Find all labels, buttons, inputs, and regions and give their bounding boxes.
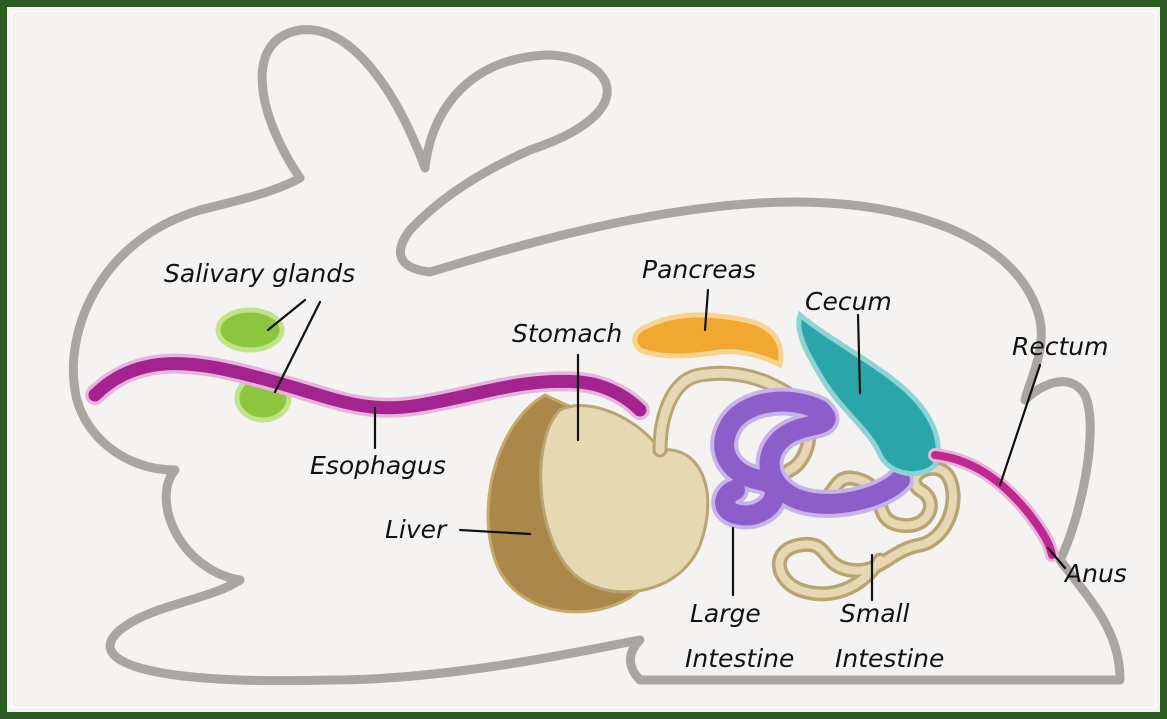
label-liver: Liver — [385, 515, 448, 544]
label-salivary-glands: Salivary glands — [164, 259, 355, 288]
label-pancreas: Pancreas — [642, 255, 756, 284]
label-small-intestine-line1: Small — [840, 599, 909, 628]
label-small-intestine-line2: Intestine — [835, 644, 944, 673]
pancreas-organ — [635, 315, 781, 365]
label-anus: Anus — [1063, 559, 1127, 588]
label-large-intestine-line1: Large — [690, 599, 761, 628]
leader-rectum — [1000, 365, 1040, 485]
label-rectum: Rectum — [1012, 332, 1109, 361]
stomach-organ — [541, 406, 708, 592]
label-cecum: Cecum — [805, 287, 892, 316]
label-esophagus: Esophagus — [310, 451, 446, 480]
cecum-organ — [799, 315, 938, 474]
label-stomach: Stomach — [512, 319, 622, 348]
salivary-gland-upper — [218, 310, 282, 350]
label-large-intestine-line2: Intestine — [685, 644, 794, 673]
